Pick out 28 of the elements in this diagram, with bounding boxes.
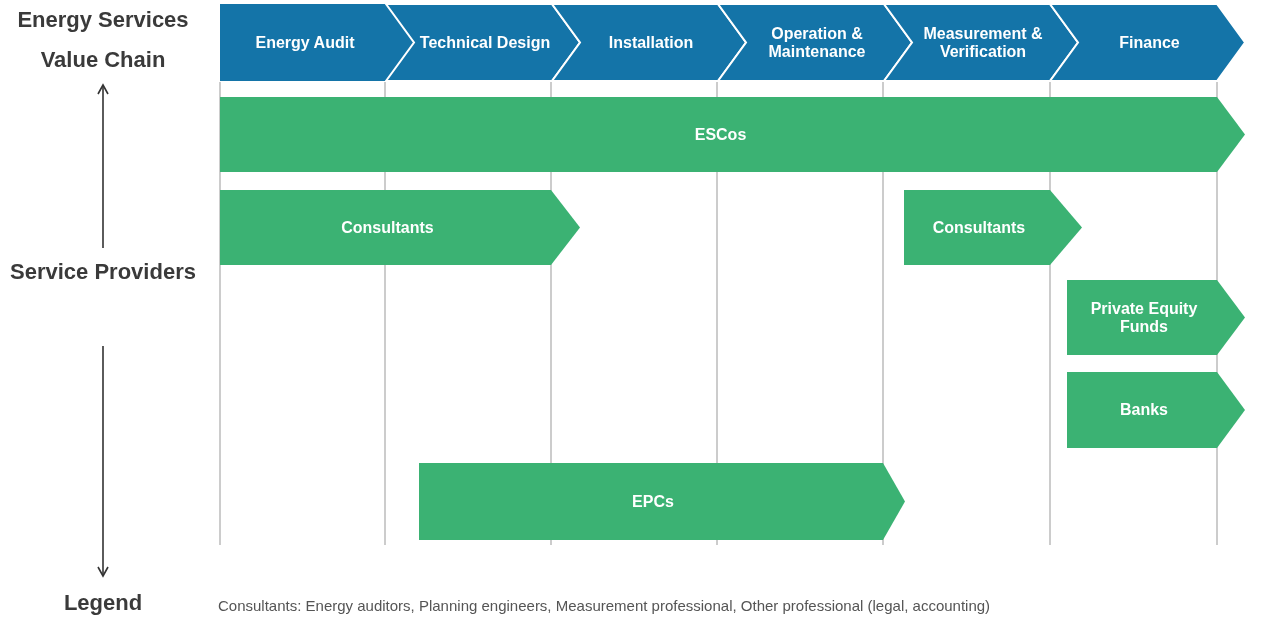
provider-bar [1067, 372, 1245, 448]
bar-label: Technical Design [419, 33, 551, 52]
bar-label: Private Equity Funds [1089, 299, 1199, 336]
bar-label: Installation [608, 33, 694, 52]
arrow [97, 84, 109, 249]
value-chain-stage [386, 4, 580, 81]
bar-label: Operation & Maintenance [767, 24, 867, 61]
bar-label: Finance [1119, 33, 1180, 52]
value-chain-stage [1050, 4, 1245, 81]
bar-label: ESCos [694, 125, 747, 144]
provider-bar [419, 463, 905, 540]
provider-bar [220, 97, 1245, 172]
legend-note: Consultants: Energy auditors, Planning engineers, Measurement professional, Other professional (legal, accounting) [218, 597, 991, 614]
bar-label: Banks [1120, 401, 1168, 419]
bar-label: Consultants [341, 218, 434, 237]
provider-bar [1067, 280, 1245, 355]
value-chain-stage [220, 4, 414, 81]
provider-bar [904, 190, 1082, 265]
axis-label: Legend [0, 583, 206, 622]
arrow [97, 345, 109, 577]
bar-label: EPCs [632, 492, 674, 511]
value-chain-stage [552, 4, 746, 81]
axis-label: Service Providers [0, 252, 206, 332]
bar-label: Consultants [932, 218, 1026, 237]
bar-label: Measurement & Verification [922, 24, 1044, 61]
provider-bar [220, 190, 580, 265]
axis-label: Energy Services Value Chain [0, 0, 206, 80]
bar-label: Energy Audit [255, 33, 355, 52]
